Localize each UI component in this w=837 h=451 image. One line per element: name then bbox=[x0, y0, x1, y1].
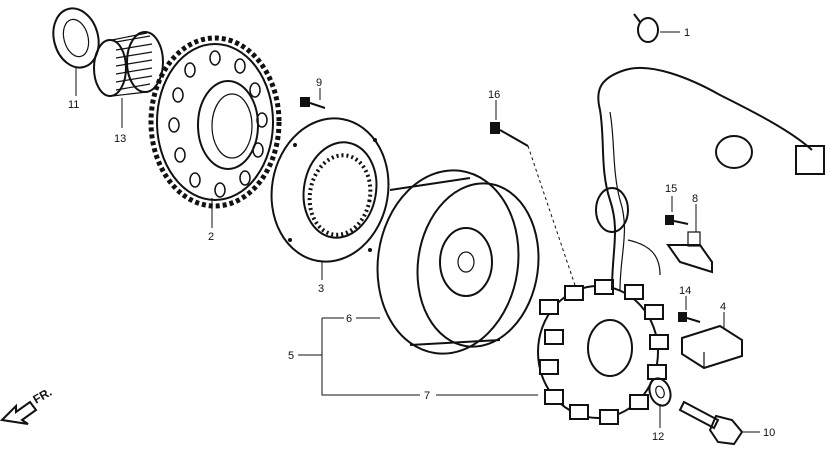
flywheel-part-6 bbox=[376, 169, 540, 355]
washer-part-12 bbox=[648, 377, 672, 407]
callout-4: 4 bbox=[720, 301, 726, 313]
screw-part-15 bbox=[665, 215, 689, 225]
callout-8: 8 bbox=[692, 193, 698, 205]
callouts: 1 2 3 4 5 6 7 8 9 10 11 12 13 14 15 16 bbox=[68, 27, 775, 443]
callout-3: 3 bbox=[318, 283, 324, 295]
callout-7: 7 bbox=[424, 390, 430, 402]
clip-part-1 bbox=[633, 13, 659, 43]
stator-part-7 bbox=[537, 66, 825, 425]
callout-12: 12 bbox=[652, 431, 664, 443]
callout-5: 5 bbox=[288, 350, 294, 362]
callout-6: 6 bbox=[346, 313, 352, 325]
starter-clutch-part-3 bbox=[270, 117, 390, 263]
washer-part-11 bbox=[52, 7, 100, 69]
callout-10: 10 bbox=[763, 427, 775, 439]
bolt-part-9 bbox=[300, 97, 326, 109]
starter-gear-part-2 bbox=[148, 35, 282, 209]
callout-9: 9 bbox=[316, 77, 322, 89]
callout-11: 11 bbox=[68, 99, 79, 111]
front-direction-arrow: FR. bbox=[0, 385, 55, 425]
needle-bearing-part-13 bbox=[93, 31, 164, 97]
callout-2: 2 bbox=[208, 231, 214, 243]
direction-label: FR. bbox=[31, 385, 55, 407]
callout-16: 16 bbox=[488, 89, 500, 101]
flange-bolt-part-10 bbox=[678, 400, 744, 446]
callout-1: 1 bbox=[684, 27, 690, 39]
bolt-part-16 bbox=[490, 122, 581, 301]
callout-13: 13 bbox=[114, 133, 126, 145]
bracket-part-8 bbox=[666, 231, 713, 274]
screw-part-14 bbox=[678, 312, 701, 323]
sensor-part-4 bbox=[681, 324, 743, 370]
callout-14: 14 bbox=[679, 285, 691, 297]
leader-lines bbox=[75, 31, 760, 433]
callout-15: 15 bbox=[665, 183, 677, 195]
